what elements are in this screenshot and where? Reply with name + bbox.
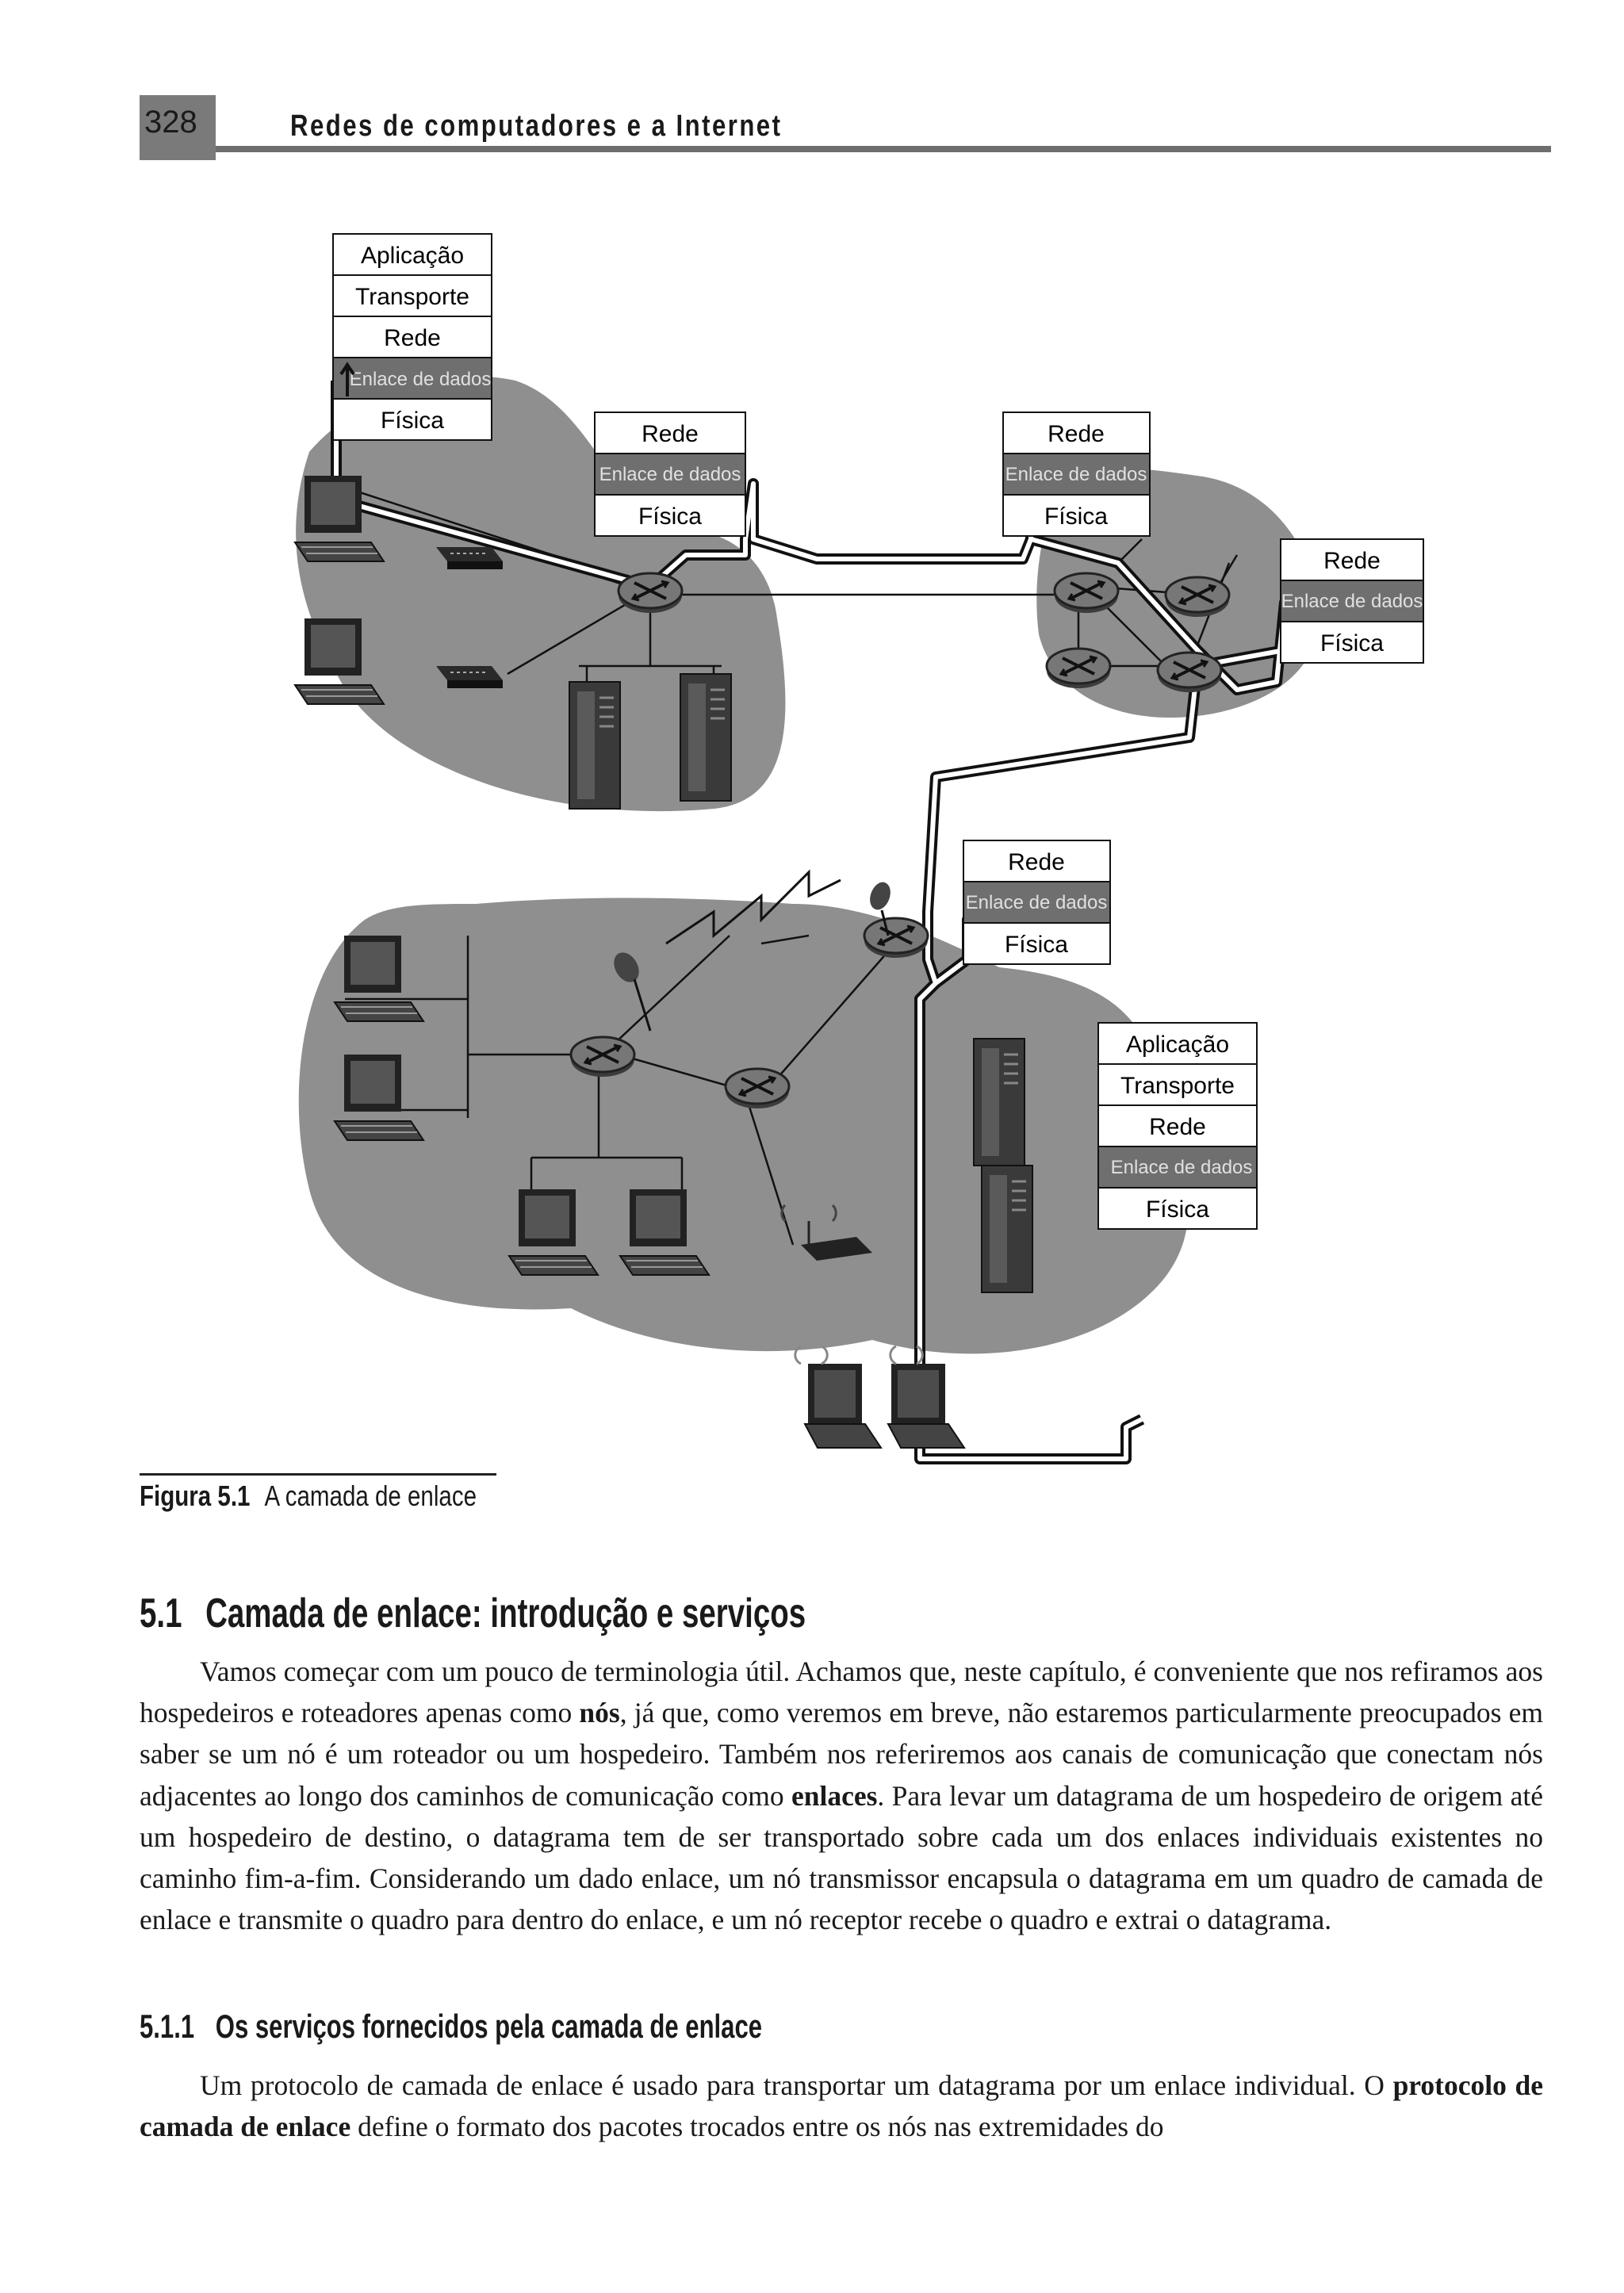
network-diagram: Aplicação Transporte Rede Enlace de dado… [238,222,1475,1475]
subsection-heading: 5.1.1 Os serviços fornecidos pela camada … [140,2008,762,2046]
router-icon [571,1037,634,1077]
router-icon [619,573,682,613]
server-icon [680,674,731,801]
wireless-waves-icon [795,1346,922,1364]
router-icon [726,1069,789,1108]
protocol-stack-router-d: Rede Enlace de dados Física [963,840,1110,964]
text-run: define o formato dos pacotes trocados en… [350,2111,1163,2142]
stack-label: Física [1005,932,1068,958]
router-icon [864,918,928,958]
laptop-icon [888,1364,964,1448]
stack-label: Transporte [1120,1073,1235,1099]
figure-caption-label: Figura 5.1 [140,1480,250,1512]
stack-label: Física [638,503,702,530]
stack-label: Física [1044,503,1108,530]
section-heading: 5.1 Camada de enlace: introdução e serviç… [140,1590,806,1637]
stack-label-link-layer: Enlace de dados [599,464,741,485]
bold-term: enlaces [791,1780,877,1812]
router-icon [1055,573,1118,613]
page-number-box: 328 [140,95,216,160]
subsection-paragraph: Um protocolo de camada de enlace é usado… [140,2065,1543,2147]
stack-label: Rede [384,325,441,351]
server-icon [974,1039,1025,1166]
stack-label-link-layer: Enlace de dados [350,369,492,390]
running-title: Redes de computadores e a Internet [290,109,782,144]
section-number: 5.1 [140,1591,182,1636]
stack-label: Aplicação [1126,1032,1229,1058]
protocol-stack-router-c: Rede Enlace de dados Física [1281,539,1423,663]
stack-label: Transporte [355,284,469,310]
protocol-stack-host-top: Aplicação Transporte Rede Enlace de dado… [333,234,492,440]
subsection-number: 5.1.1 [140,2008,194,2045]
stack-label: Rede [642,421,699,447]
router-icon [1047,649,1110,688]
stack-label: Física [381,408,444,434]
server-icon [982,1166,1032,1292]
stack-label: Física [1320,630,1384,657]
stack-label: Rede [1323,548,1381,574]
server-icon [569,682,620,809]
text-run: Um protocolo de camada de enlace é usado… [200,2069,1393,2101]
stack-label: Rede [1048,421,1105,447]
figure-caption-text: A camada de enlace [264,1480,477,1512]
router-icon [1166,577,1229,617]
stack-label: Rede [1008,849,1065,875]
router-icon [1158,653,1221,692]
subsection-title: Os serviços fornecidos pela camada de en… [216,2008,762,2045]
figure-rule [140,1473,496,1476]
stack-label: Aplicação [361,243,464,269]
laptop-icon [805,1364,881,1448]
protocol-stack-router-a: Rede Enlace de dados Física [595,412,745,536]
header-rule [216,146,1551,152]
section-title: Camada de enlace: introdução e serviços [205,1591,806,1636]
stack-label-link-layer: Enlace de dados [1111,1157,1253,1178]
page-header: 328 Redes de computadores e a Internet [140,95,1551,160]
figure-caption: Figura 5.1 A camada de enlace [140,1480,477,1513]
protocol-stack-router-b: Rede Enlace de dados Física [1003,412,1150,536]
figure-5-1: Aplicação Transporte Rede Enlace de dado… [238,222,1475,1475]
stack-label: Física [1146,1196,1209,1223]
bold-term: nós [579,1697,619,1728]
page-number: 328 [144,105,197,140]
protocol-stack-host-bottom: Aplicação Transporte Rede Enlace de dado… [1098,1023,1257,1229]
stack-label-link-layer: Enlace de dados [966,892,1108,913]
stack-label: Rede [1149,1114,1206,1140]
stack-label-link-layer: Enlace de dados [1281,591,1423,612]
network-cloud-bottom [299,898,1189,1354]
stack-label-link-layer: Enlace de dados [1005,464,1147,485]
section-paragraph: Vamos começar com um pouco de terminolog… [140,1651,1543,1940]
